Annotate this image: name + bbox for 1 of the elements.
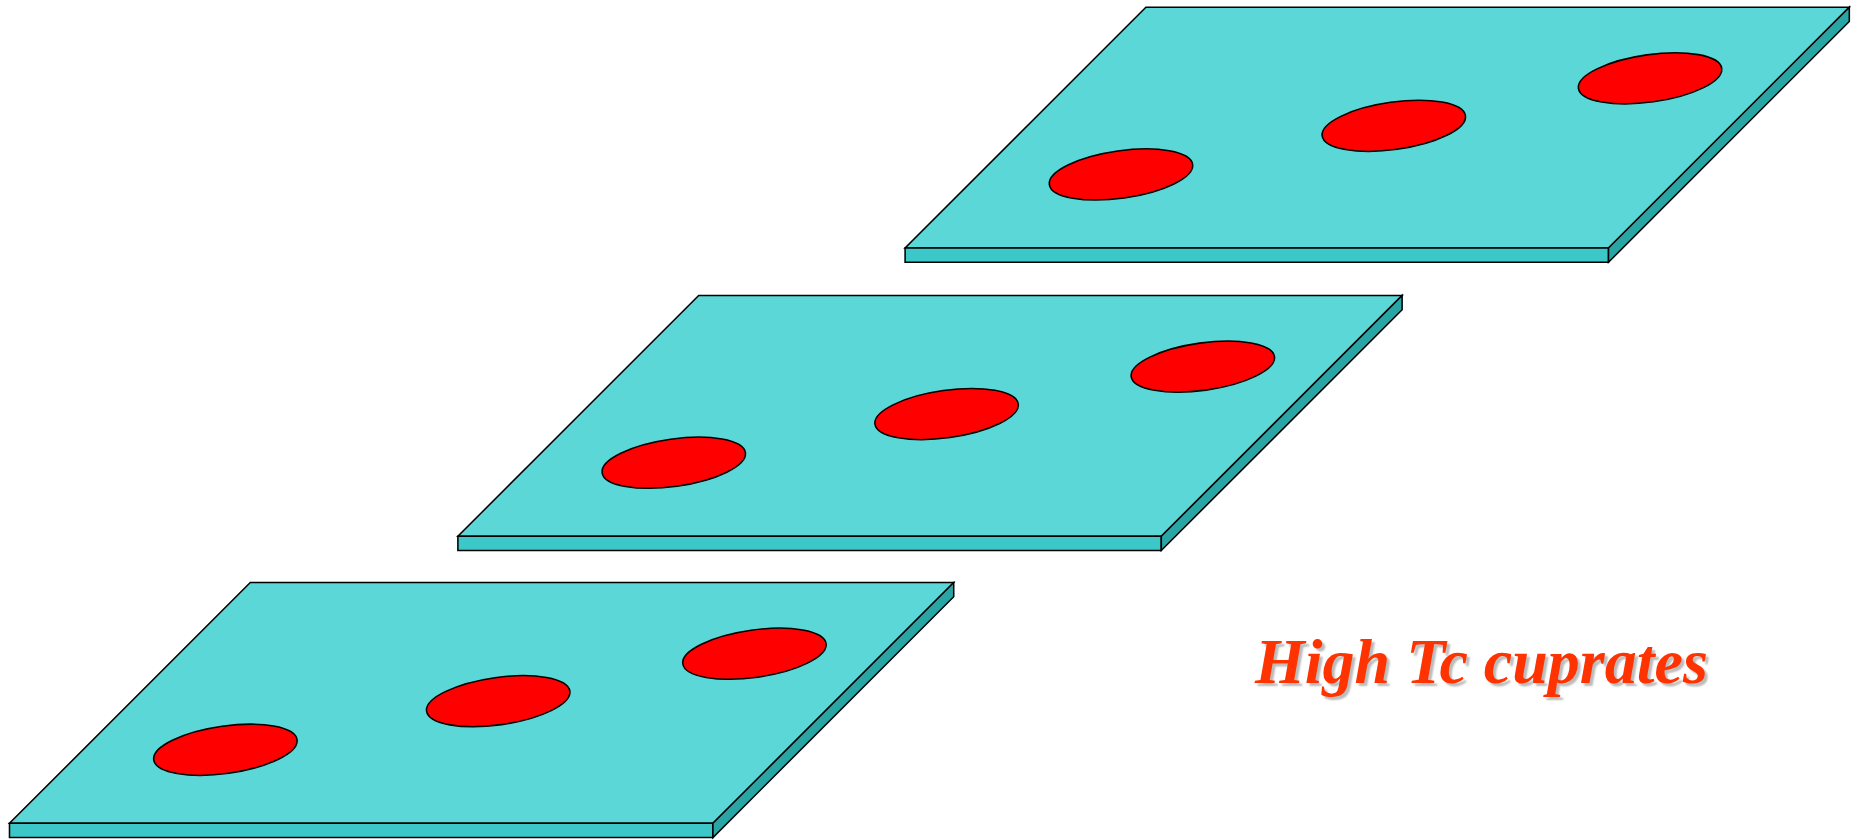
label-text: High Tc cuprates [1255,625,1708,699]
